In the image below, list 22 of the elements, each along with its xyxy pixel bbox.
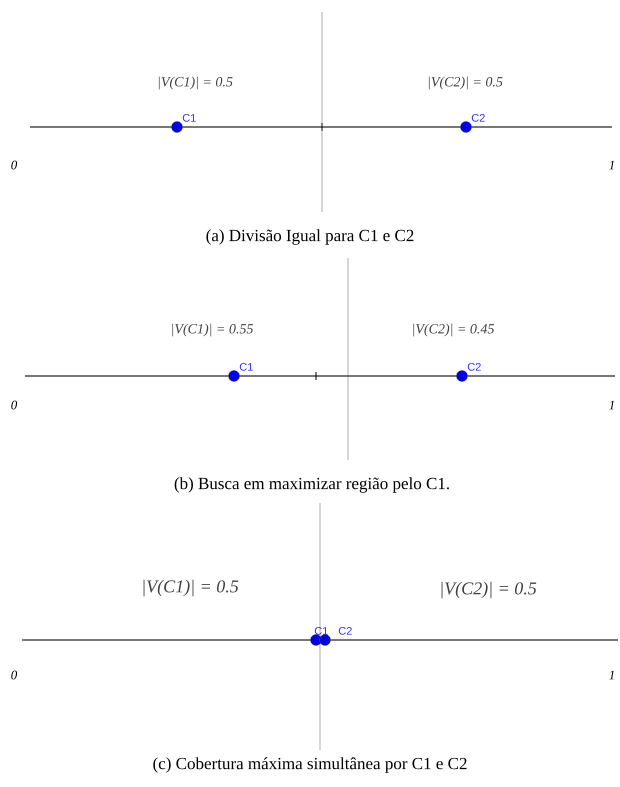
- point: C2: [460, 114, 485, 133]
- value-label: |V(C2)| = 0.5: [442, 582, 536, 598]
- endpoint-label: 0: [11, 160, 18, 170]
- endpoint-label: 1: [609, 160, 614, 170]
- endpoint-label: 1: [609, 670, 614, 680]
- point: C1: [171, 114, 196, 133]
- node-label: C2: [472, 114, 485, 122]
- node-label: C1: [314, 626, 328, 635]
- point: C1: [228, 362, 253, 382]
- point: C2: [456, 362, 481, 382]
- caption: (a) Divisão Igual para C1 e C2: [206, 229, 414, 245]
- node-label: C2: [468, 362, 481, 371]
- endpoint-label: 1: [609, 400, 614, 410]
- endpoint-label: 0: [11, 670, 18, 680]
- node-label: C2: [338, 626, 352, 635]
- point: C1: [310, 626, 328, 646]
- caption: (c) Cobertura máxima simultânea por C1 e C2: [153, 757, 467, 773]
- node-label: C1: [240, 362, 253, 371]
- node-label: C1: [182, 114, 196, 122]
- value-label: |V(C1)| = 0.5: [144, 580, 238, 596]
- caption: (b) Busca em maximizar região pelo C1.: [174, 477, 449, 493]
- endpoint-label: 0: [11, 400, 18, 410]
